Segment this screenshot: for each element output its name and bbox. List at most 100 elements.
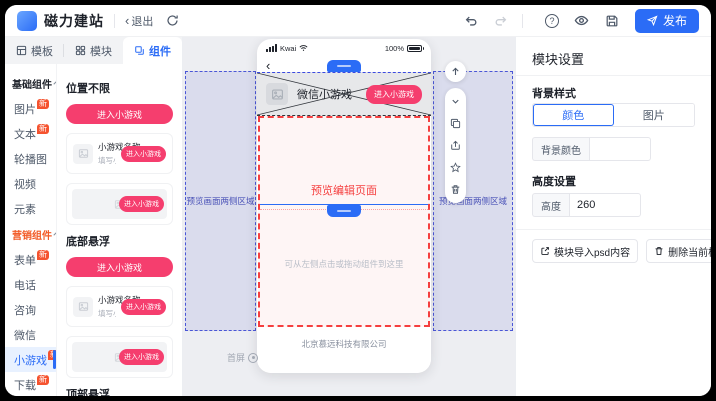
variant-card-button[interactable]: 进入小游戏 [119,196,164,212]
bg-color-field: 背景颜色 [532,137,651,161]
left-tab-bar: 模板 模块 组件 [5,37,182,64]
category-item-5[interactable]: 元素 [5,196,56,221]
category-item-10[interactable]: 微信 [5,322,56,347]
tab-modules[interactable]: 模块 [64,37,123,64]
top-bar: 磁力建站 ‹ 退出 ? 发布 [5,5,711,37]
category-item-11[interactable]: 小游戏新 [5,347,56,372]
side-area-label: 预览画面两侧区域 [186,196,255,206]
height-field: 高度 [532,193,641,217]
side-area-label: 预览画面两侧区域 [438,196,507,206]
enter-minigame-button[interactable]: 进入小游戏 [366,84,422,104]
save-icon[interactable] [601,10,623,32]
export-icon[interactable] [449,139,462,152]
variant-card-title: 小游戏名称 [98,295,141,305]
trash-icon [655,247,663,255]
module-selection-area[interactable]: 预览编辑页面 可从左侧点击或拖动组件到这里 [258,116,430,327]
wireframe-cross [257,73,431,115]
variant-section-title-0: 位置不限 [66,83,110,95]
category-item-3[interactable]: 轮播图 [5,146,56,171]
star-icon[interactable] [449,161,462,174]
height-section-label: 高度设置 [532,176,576,188]
variant-card-title: 小游戏名称 [98,142,141,152]
drop-hint-text: 可从左侧点击或拖动组件到这里 [284,259,404,269]
tab-templates[interactable]: 模板 [5,37,64,64]
category-item-7[interactable]: 表单新 [5,247,56,272]
category-group-0[interactable]: 基础组件 [5,70,56,96]
module-settings-panel: 模块设置 背景样式 颜色 图片 背景颜色 高度设置 高度 模块导入psd内容 [515,37,711,396]
variant-pill-button[interactable]: 进入小游戏 [66,257,173,277]
module-icon [75,45,86,56]
send-icon [646,15,658,26]
editor-canvas[interactable]: 预览画面两侧区域 预览画面两侧区域 Kwai 100% ‹ [183,37,515,396]
variant-card-button[interactable]: 进入小游戏 [121,145,166,162]
variant-card-button[interactable]: 进入小游戏 [119,349,164,365]
exit-button[interactable]: ‹ 退出 [125,13,153,29]
move-up-icon[interactable] [445,61,466,82]
variant-card-placeholder[interactable]: 进入小游戏 [66,183,173,225]
divider [521,13,523,28]
first-screen-label: 首屏 [227,353,246,363]
category-label: 视频 [14,178,36,191]
app-window: 磁力建站 ‹ 退出 ? 发布 [5,5,711,396]
component-variant-list: 位置不限进入小游戏小游戏名称填写小游戏相关简介进入小游戏进入小游戏底部悬浮进入小… [57,64,182,396]
bg-color-input[interactable] [589,137,651,161]
settings-title: 模块设置 [532,52,585,67]
new-badge: 新 [48,350,56,360]
variant-card[interactable]: 小游戏名称填写小游戏相关简介进入小游戏 [66,133,173,174]
image-placeholder-icon [73,143,93,164]
help-icon[interactable]: ? [541,10,563,32]
bg-style-segmented: 颜色 图片 [532,103,695,127]
publish-button[interactable]: 发布 [634,8,699,33]
category-item-8[interactable]: 电话 [5,272,56,297]
copy-icon[interactable] [449,117,462,130]
component-category-list: 基础组件图片新文本新轮播图视频元素营销组件表单新电话咨询微信小游戏新下载新按钮卡… [5,64,57,396]
variant-pill-button[interactable]: 进入小游戏 [66,104,173,124]
phone-back-icon[interactable]: ‹ [266,57,271,73]
trash-icon[interactable] [449,183,462,196]
back-chevron-icon: ‹ [125,13,130,28]
import-psd-button[interactable]: 模块导入psd内容 [532,239,639,263]
category-label: 营销组件 [12,230,52,242]
wechat-minigame-module[interactable]: 微信小游戏 进入小游戏 [257,72,431,116]
new-badge: 新 [37,124,49,134]
redo-icon[interactable] [490,10,512,32]
height-input[interactable] [569,193,641,217]
category-group-6[interactable]: 营销组件 [5,221,56,247]
category-item-1[interactable]: 图片新 [5,96,56,121]
signal-icon [266,44,277,52]
app-title: 磁力建站 [44,12,104,29]
bg-tab-image[interactable]: 图片 [613,104,694,126]
left-panel: 模板 模块 组件 基础组件图片新文本新轮播图视频元素营销组件表单新电话咨询微信小… [5,37,183,396]
module-drag-handle-top[interactable] [327,60,361,72]
app-logo [17,10,37,31]
screen-marker-icon [248,352,259,363]
first-screen-marker[interactable]: 首屏 [227,351,259,364]
undo-icon[interactable] [460,10,482,32]
refresh-icon[interactable] [161,10,183,32]
variant-card-desc: 填写小游戏相关简介 [98,156,116,165]
chevron-down-icon[interactable] [449,95,462,108]
tab-components[interactable]: 组件 [123,37,182,64]
height-label: 高度 [532,193,569,217]
company-name: 北京慕远科技有限公司 [301,339,387,349]
phone-preview[interactable]: Kwai 100% ‹ 微信小游戏 进 [257,39,431,373]
category-item-12[interactable]: 下载新 [5,372,56,396]
category-label: 下载 [14,379,36,392]
category-label: 小游戏 [14,354,47,367]
divider [516,229,711,230]
bg-tab-color[interactable]: 颜色 [533,104,614,126]
category-item-9[interactable]: 咨询 [5,297,56,322]
variant-section-title-1: 底部悬浮 [66,236,110,248]
module-drag-handle-mid[interactable] [327,205,361,217]
phone-footer: 北京慕远科技有限公司 [257,327,431,373]
preview-eye-icon[interactable] [571,10,593,32]
category-label: 电话 [14,279,36,292]
variant-card[interactable]: 小游戏名称填写小游戏相关简介进入小游戏 [66,286,173,327]
variant-card-placeholder[interactable]: 进入小游戏 [66,336,173,378]
category-item-4[interactable]: 视频 [5,171,56,196]
delete-module-button[interactable]: 删除当前模块 [646,239,711,263]
preview-side-area-left: 预览画面两侧区域 [185,71,256,331]
category-item-2[interactable]: 文本新 [5,121,56,146]
variant-card-button[interactable]: 进入小游戏 [121,298,166,315]
